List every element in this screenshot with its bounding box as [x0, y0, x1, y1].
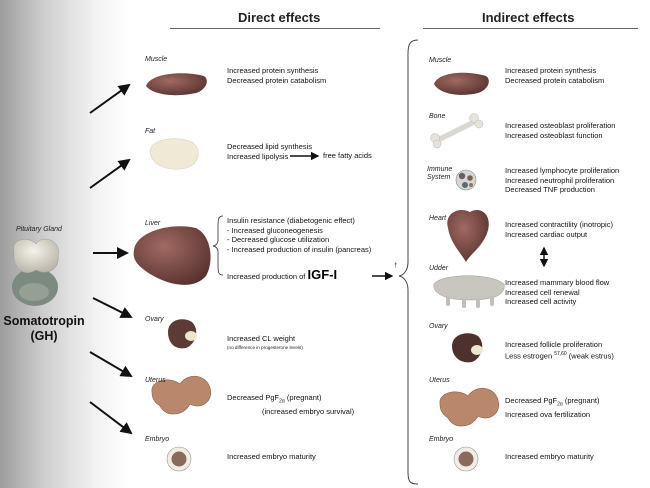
direct-organ-ovary: Ovary — [145, 316, 164, 323]
direct-effects-fat: Decreased lipid synthesis Increased lipo… — [227, 142, 313, 161]
direct-organ-liver: Liver — [145, 220, 161, 227]
direct-organ-embryo: Embryo — [145, 436, 170, 443]
arrow-to-embryo — [89, 401, 133, 435]
indirect-organ-udder: Udder — [429, 265, 449, 272]
indirect-effects-udder: Increased mammary blood flow Increased c… — [505, 278, 610, 306]
indirect-effects-immune: Increased lymphocyte proliferation Incre… — [505, 166, 620, 194]
ovary-note: (no difference in progesterone levels) — [227, 345, 303, 350]
arrow-to-ovary — [92, 297, 133, 318]
indirect-effects-ovary: Increased follicle proliferation Less es… — [505, 340, 614, 360]
heart-image — [447, 209, 489, 262]
direct-effects-ovary: Increased CL weight — [227, 334, 296, 343]
arrow-to-uterus — [89, 351, 133, 378]
header-direct-effects: Direct effects — [238, 10, 321, 25]
ovary-image — [168, 319, 197, 349]
uterus-image — [151, 375, 211, 415]
indirect-effects-uterus: Decreased PgF2α (pregnant) Increased ova… — [505, 396, 600, 419]
header-indirect-rule — [423, 28, 638, 29]
arrow-to-fat — [89, 158, 131, 189]
somatotropin-label: Somatotropin (GH) — [3, 314, 85, 343]
indirect-muscle-image — [434, 72, 489, 95]
direct-organ-muscle: Muscle — [145, 56, 168, 63]
liver-brace — [212, 215, 224, 276]
igf-production-label: Increased production of IGF-I — [227, 267, 338, 282]
embryo-image — [166, 446, 192, 472]
free-fatty-acids-label: free fatty acids — [323, 151, 372, 160]
pituitary-gland-image — [12, 238, 59, 306]
muscle-image — [146, 73, 207, 96]
fat-image — [149, 138, 199, 170]
direct-effects-uterus: Decreased PgF2α (pregnant) (increased em… — [227, 393, 355, 416]
igf-dagger: † — [394, 263, 398, 269]
indirect-organ-bone: Bone — [429, 113, 446, 120]
header-direct-rule — [170, 28, 380, 29]
indirect-effects-muscle: Increased protein synthesis Decreased pr… — [505, 66, 605, 85]
direct-organ-fat: Fat — [145, 128, 156, 135]
header-indirect-effects: Indirect effects — [482, 10, 575, 25]
udder-image — [433, 275, 505, 308]
direct-effects-embryo: Increased embryo maturity — [227, 452, 316, 461]
immune-cells-image — [455, 169, 477, 191]
indirect-brace — [398, 39, 419, 485]
liver-image — [133, 226, 211, 285]
indirect-organ-ovary: Ovary — [429, 323, 448, 330]
indirect-organ-uterus: Uterus — [429, 377, 450, 384]
indirect-effects-embryo: Increased embryo maturity — [505, 452, 594, 461]
indirect-uterus-image — [439, 387, 499, 427]
indirect-organ-immune: Immune System — [427, 166, 453, 181]
direct-effects-muscle: Increased protein synthesis Decreased pr… — [227, 66, 327, 85]
indirect-effects-heart: Increased contractility (inotropic) Incr… — [505, 220, 613, 239]
arrow-to-muscle — [89, 83, 131, 114]
indirect-organ-heart: Heart — [429, 215, 447, 222]
indirect-organ-muscle: Muscle — [429, 57, 452, 64]
indirect-ovary-image — [452, 333, 483, 363]
indirect-organ-embryo: Embryo — [429, 436, 454, 443]
bone-image — [430, 113, 484, 149]
direct-effects-liver: Insulin resistance (diabetogenic effect)… — [227, 216, 372, 254]
indirect-embryo-image — [453, 446, 479, 472]
indirect-effects-bone: Increased osteoblast proliferation Incre… — [505, 121, 616, 140]
igf-i-label: IGF-I — [307, 267, 338, 282]
pituitary-gland-label: Pituitary Gland — [16, 226, 62, 233]
direct-organ-uterus: Uterus — [145, 377, 166, 384]
